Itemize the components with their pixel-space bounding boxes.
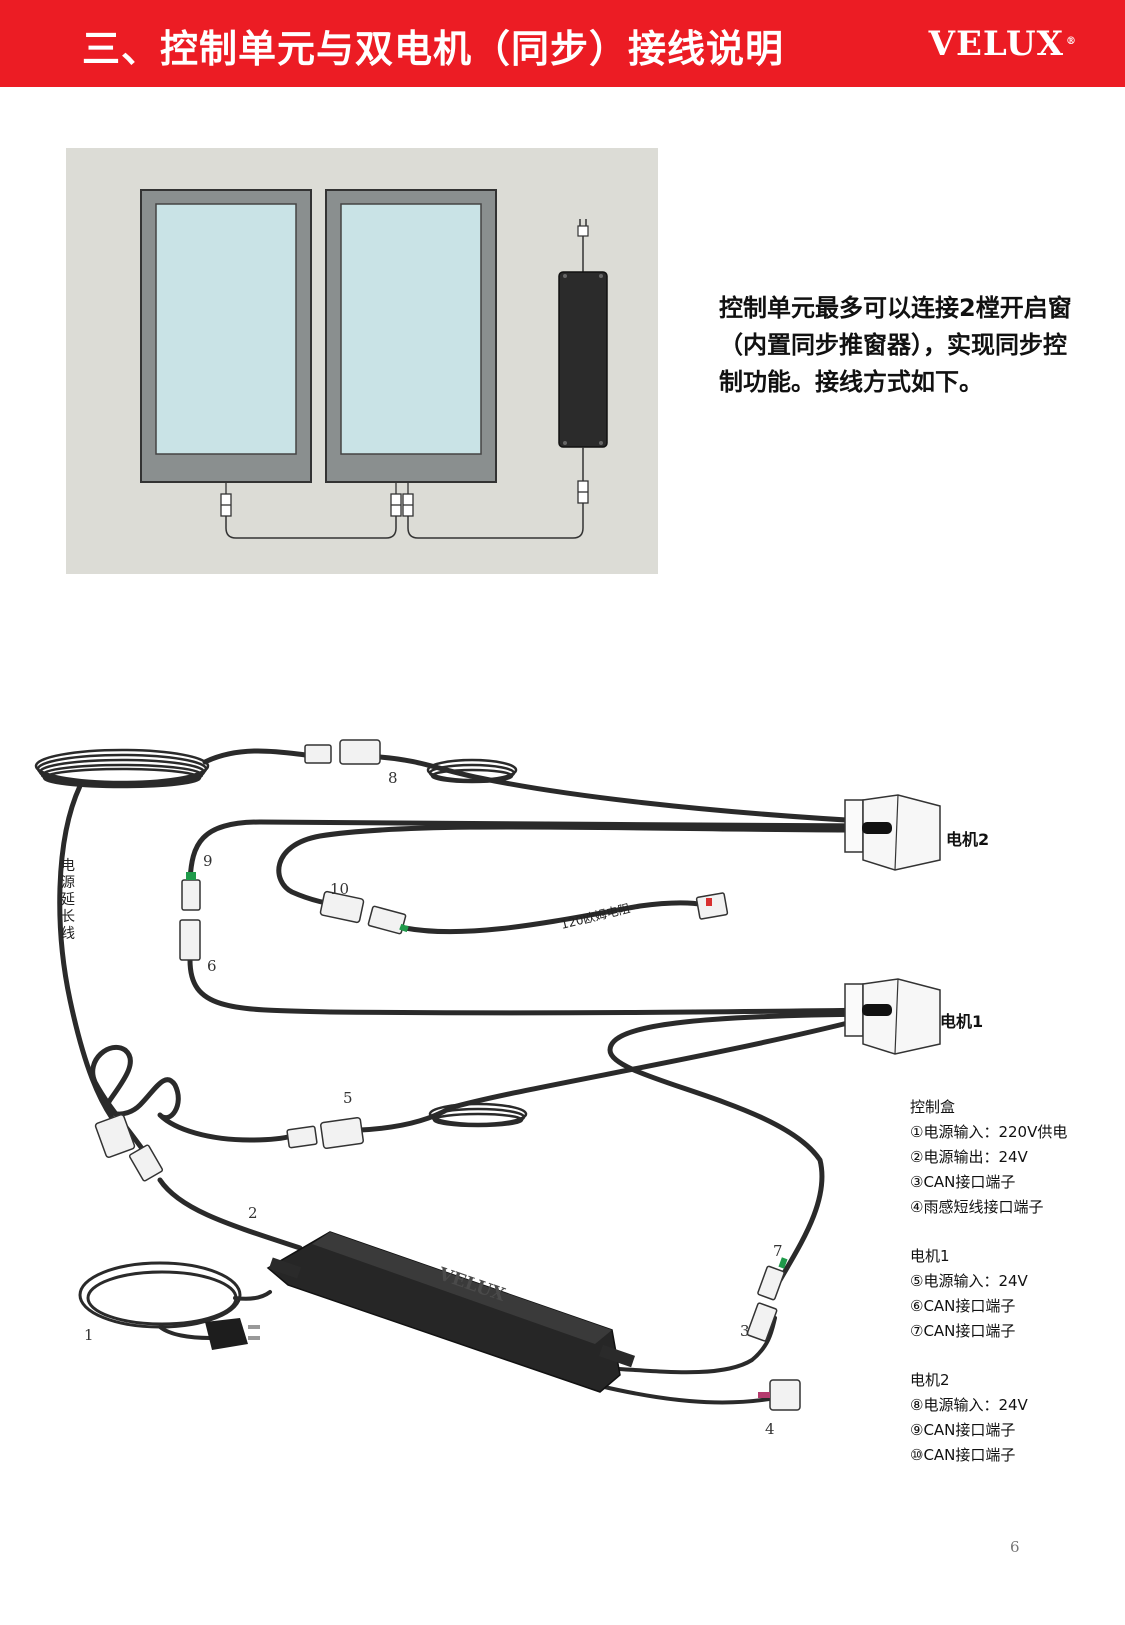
connector-10-b (367, 905, 407, 935)
legend-item: ⑥CAN接口端子 (910, 1297, 1016, 1315)
connector-10-a (319, 890, 365, 924)
connector-7 (757, 1265, 785, 1301)
motor-1: 电机1 (844, 978, 983, 1055)
window-2 (325, 189, 497, 483)
connector-3 (746, 1302, 778, 1342)
connector-4 (769, 1379, 801, 1411)
cable-10 (276, 824, 863, 908)
wire-number-8: 8 (388, 769, 398, 787)
control-unit-schematic (558, 219, 608, 481)
purple-wire-tips (758, 1392, 770, 1398)
schematic-drawing (140, 189, 608, 539)
connector-2-female (94, 1114, 136, 1158)
wire-connectors (94, 739, 801, 1411)
legend-item: ⑦CAN接口端子 (910, 1322, 1016, 1340)
legend-item: ⑩CAN接口端子 (910, 1446, 1016, 1464)
connector-extension-female (339, 739, 381, 765)
legend-group-title: 电机1 (910, 1247, 950, 1265)
power-cord-plug-lead (158, 1325, 212, 1340)
page-header: 三、控制单元与双电机（同步）接线说明 VELUX® (0, 0, 1125, 87)
window-1 (140, 189, 312, 483)
intro-paragraph: 控制单元最多可以连接2樘开启窗（内置同步推窗器），实现同步控制功能。接线方式如下… (719, 294, 1072, 396)
cable-5-to-motor (357, 1017, 863, 1133)
wiring-diagram: 电机2 电机1 VELUX 1 2 3 4 5 6 7 8 9 10 120欧姆… (34, 739, 989, 1438)
resistor-label: 120欧姆电阻 (559, 901, 631, 932)
cable-extension-down (57, 783, 115, 1121)
cable-5-coil (428, 1102, 528, 1128)
page-title: 三、控制单元与双电机（同步）接线说明 (82, 27, 785, 71)
cable-extension-top (202, 748, 309, 765)
legend-item: ④雨感短线接口端子 (910, 1198, 1044, 1216)
legend-item: ⑤电源输入：24V (910, 1272, 1028, 1290)
cable-3 (598, 1316, 777, 1375)
connector-5-female (320, 1116, 364, 1150)
legend-item: ①电源输入：220V供电 (910, 1123, 1068, 1141)
velux-logo: VELUX® (929, 24, 1077, 64)
wire-number-9: 9 (203, 852, 213, 870)
wire-number-6: 6 (207, 957, 217, 975)
green-wire-tips (186, 872, 788, 1269)
legend-group-title: 电机2 (910, 1371, 950, 1389)
cable-8-coil (426, 758, 518, 784)
power-cord-coil (78, 1261, 242, 1329)
wire-number-1: 1 (84, 1326, 94, 1344)
legend-group-motor2: 电机2 ⑧电源输入：24V ⑨CAN接口端子 ⑩CAN接口端子 (910, 1368, 1120, 1468)
connector-5-male (286, 1125, 318, 1149)
wire-number-4: 4 (765, 1420, 775, 1438)
power-plug (205, 1318, 260, 1350)
cable-4 (598, 1384, 777, 1405)
connector-extension-male (304, 744, 332, 764)
legend-group-motor1: 电机1 ⑤电源输入：24V ⑥CAN接口端子 ⑦CAN接口端子 (910, 1244, 1120, 1344)
wire-number-7: 7 (773, 1242, 783, 1260)
cable-7 (607, 1011, 873, 1283)
motor1-label: 电机1 (940, 1012, 983, 1031)
wire-number-5: 5 (343, 1089, 353, 1107)
cable-8 (377, 754, 883, 825)
cable-resistor (402, 900, 708, 935)
registered-mark: ® (1066, 36, 1077, 47)
wire-number-10: 10 (330, 880, 349, 898)
motor-2: 电机2 (844, 794, 989, 871)
legend-item: ②电源输出：24V (910, 1148, 1028, 1166)
legend: 控制盒 ①电源输入：220V供电 ②电源输出：24V ③CAN接口端子 ④雨感短… (910, 1095, 1120, 1492)
page-number: 6 (1010, 1538, 1020, 1556)
connectors (220, 480, 589, 517)
legend-item: ⑨CAN接口端子 (910, 1421, 1016, 1439)
connector-2-male (128, 1144, 164, 1182)
wire-number-3: 3 (740, 1322, 750, 1340)
cable-5 (90, 1044, 295, 1163)
power-cord (233, 1290, 272, 1301)
legend-group-title: 控制盒 (910, 1098, 956, 1116)
legend-group-control-box: 控制盒 ①电源输入：220V供电 ②电源输出：24V ③CAN接口端子 ④雨感短… (910, 1095, 1120, 1220)
schematic-cables (225, 503, 584, 539)
connector-6 (179, 919, 201, 961)
legend-item: ③CAN接口端子 (910, 1173, 1016, 1191)
cable-9 (187, 819, 883, 883)
wire-number-2: 2 (248, 1204, 258, 1222)
cable-2 (157, 1177, 303, 1251)
brand-text: VELUX (928, 24, 1064, 64)
connector-9 (181, 879, 201, 911)
red-wire-tip (706, 898, 712, 906)
cable-6 (187, 957, 883, 1016)
window-schematic (66, 148, 658, 574)
extension-cable-coil (34, 748, 210, 789)
legend-item: ⑧电源输入：24V (910, 1396, 1028, 1414)
control-box: VELUX (266, 1231, 636, 1393)
motor2-label: 电机2 (946, 830, 989, 849)
extension-cable-label: 电源延长线 (61, 858, 75, 942)
